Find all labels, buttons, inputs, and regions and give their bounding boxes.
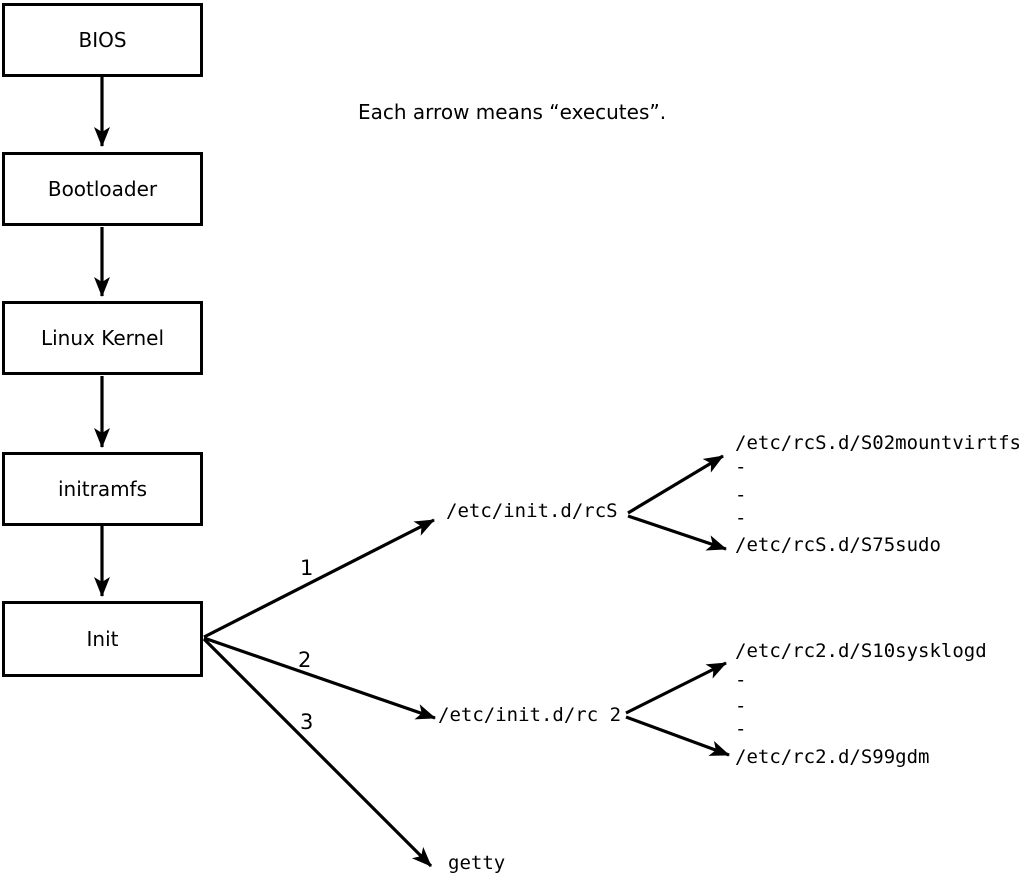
arrow-init-to-rc2 [203, 636, 436, 720]
arrow-init-to-getty [202, 637, 433, 868]
ellipsis-dash: - [735, 484, 747, 506]
script-s02mountvirtfs: /etc/rcS.d/S02mountvirtfs [735, 432, 1021, 454]
branch-number-3: 3 [300, 710, 314, 734]
arrow-rcs-to-s75 [627, 514, 727, 551]
node-linux-kernel-label: Linux Kernel [40, 326, 165, 350]
arrow-rcs-to-s02 [627, 454, 724, 515]
node-bootloader-label: Bootloader [47, 177, 158, 201]
script-s99gdm: /etc/rc2.d/S99gdm [735, 746, 930, 768]
ellipsis-dash: - [735, 718, 747, 740]
node-bios-label: BIOS [78, 28, 127, 52]
node-initramfs-label: initramfs [57, 477, 148, 501]
node-init-label: Init [86, 627, 119, 651]
arrow-rc2-to-s99 [625, 715, 730, 757]
arrow-init-to-rcs [203, 518, 435, 639]
target-rc2: /etc/init.d/rc 2 [438, 704, 622, 726]
node-initramfs: initramfs [2, 452, 203, 526]
ellipsis-dash: - [735, 507, 747, 529]
ellipsis-dash: - [735, 669, 747, 691]
target-rcs: /etc/init.d/rcS [446, 500, 618, 522]
ellipsis-dash: - [735, 695, 747, 717]
node-bootloader: Bootloader [2, 152, 203, 226]
branch-number-1: 1 [300, 556, 314, 580]
branch-number-2: 2 [298, 648, 312, 672]
arrow-rc2-to-s10 [625, 661, 727, 715]
ellipsis-dash: - [735, 456, 747, 478]
caption: Each arrow means “executes”. [358, 100, 667, 124]
target-getty: getty [448, 852, 506, 874]
script-s75sudo: /etc/rcS.d/S75sudo [735, 534, 941, 556]
node-bios: BIOS [2, 3, 203, 77]
node-linux-kernel: Linux Kernel [2, 301, 203, 375]
node-init: Init [2, 601, 203, 677]
script-s10sysklogd: /etc/rc2.d/S10sysklogd [735, 640, 987, 662]
